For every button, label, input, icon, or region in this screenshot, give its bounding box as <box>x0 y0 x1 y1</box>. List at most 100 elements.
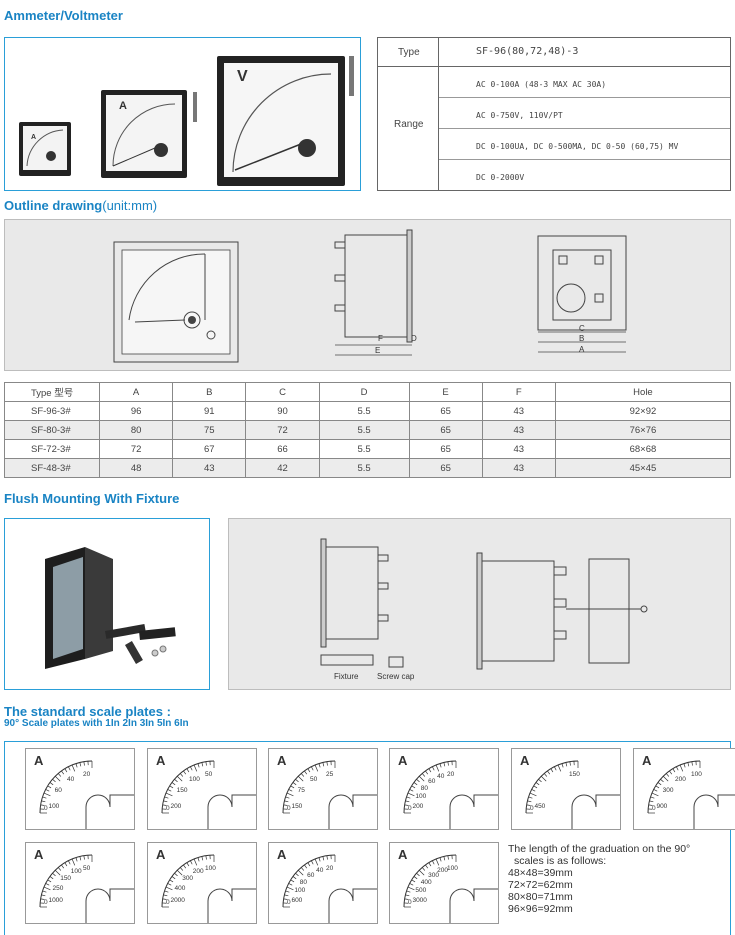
scale-arc <box>282 760 377 829</box>
scale-tick <box>428 862 432 867</box>
table-cell: 72 <box>245 420 320 440</box>
scale-tick <box>538 778 542 783</box>
meter-photo-frame: A A V <box>4 37 361 191</box>
scale-tick <box>527 800 532 803</box>
note-item: 48×48=39mm <box>508 867 573 879</box>
scale-tick <box>163 800 168 803</box>
scale-tick <box>201 856 204 861</box>
scale-tick <box>163 894 168 897</box>
plate-tick-label: 80 <box>299 878 307 886</box>
plate-tick-label: 450 <box>534 803 546 811</box>
plate-tick-label: 40 <box>437 773 445 781</box>
scale-tick <box>649 800 654 803</box>
scale-tick <box>190 766 193 771</box>
plate-tick-label: 600 <box>291 897 303 905</box>
table-cell: 43 <box>481 420 556 440</box>
plate-tick-label: 60 <box>428 777 436 785</box>
scale-tick <box>569 761 571 766</box>
scale-tick <box>40 804 45 806</box>
scale-tick <box>554 766 557 771</box>
table-cell: 42 <box>245 458 320 478</box>
scale-tick <box>421 867 426 871</box>
scale-tick <box>318 857 321 862</box>
scale-tick <box>683 763 686 768</box>
flush-photo-illustration <box>45 547 176 669</box>
scale-tick <box>68 766 71 771</box>
scale-tick <box>79 856 82 861</box>
table-row: SF-80-3# 80 75 72 5.5 65 43 76×76 <box>4 420 732 440</box>
flush-drawing <box>320 538 648 670</box>
scale-tick <box>186 768 190 773</box>
scale-tick <box>425 770 429 775</box>
plate-unit: A <box>156 753 166 768</box>
medium-meter-unit: A <box>119 100 127 112</box>
spec-range-3: DC 0-100UA, DC 0-500MA, DC 0-50 (60,75) … <box>476 142 679 151</box>
dim-label-f: F <box>378 334 383 343</box>
plate-tick-label: 200 <box>192 868 204 876</box>
scale-arc <box>282 854 377 923</box>
note-line-2: scales is as follows: <box>514 855 607 867</box>
plate-tick-label: 400 <box>420 878 432 886</box>
plate-tick-label: 300 <box>428 871 439 879</box>
scale-section-title: The standard scale plates : <box>4 704 171 719</box>
scale-tick <box>52 778 56 783</box>
plate-tick-label: 1000 <box>48 897 63 905</box>
scale-tick <box>162 898 167 900</box>
scale-tick <box>407 886 415 891</box>
scale-tick <box>322 762 325 767</box>
col-type: Type 型号 <box>4 382 100 402</box>
scale-tick <box>167 789 172 792</box>
col-c: C <box>245 382 320 402</box>
table-row: SF-96-3# 96 91 90 5.5 65 43 92×92 <box>4 401 732 421</box>
scale-tick <box>176 869 183 876</box>
plate-unit: A <box>34 753 44 768</box>
plate-tick-label: 500 <box>415 887 427 895</box>
scale-tick <box>311 766 314 771</box>
scale-tick <box>660 778 664 783</box>
scale-tick <box>557 764 562 772</box>
spec-range-1: AC 0-100A (48-3 MAX AC 30A) <box>476 80 607 89</box>
table-cell: SF-72-3# <box>4 439 100 459</box>
plate-tick-label: 300 <box>182 875 194 883</box>
plate-tick-label: 100 <box>70 868 82 876</box>
scale-tick <box>75 763 78 768</box>
scale-tick <box>300 773 305 777</box>
scale-tick <box>54 869 61 876</box>
scale-tick <box>186 862 190 867</box>
scale-tick <box>650 796 655 799</box>
plate-tick-label: 150 <box>176 787 188 795</box>
scale-tick <box>418 869 425 876</box>
scale-tick <box>290 879 295 883</box>
scale-tick <box>405 800 410 803</box>
plate-tick-label: 50 <box>310 776 318 784</box>
scale-tick <box>193 858 198 866</box>
plate-zero-label: 0 <box>530 805 534 812</box>
table-cell: 5.5 <box>318 401 410 421</box>
plate-tick-label: 200 <box>412 803 424 811</box>
scale-tick <box>205 761 207 766</box>
scale-tick <box>164 890 169 893</box>
scale-arc <box>403 854 498 923</box>
table-cell: 45×45 <box>554 458 732 478</box>
scale-tick <box>43 792 51 797</box>
scale-tick <box>322 856 325 861</box>
table-cell: 76×76 <box>554 420 732 440</box>
plate-tick-label: 80 <box>420 784 428 792</box>
plate-tick-label: 40 <box>316 867 324 875</box>
table-cell: 72 <box>98 439 174 459</box>
scale-tick <box>83 761 85 766</box>
scale-tick <box>52 872 56 877</box>
scale-tick <box>655 785 660 789</box>
scale-tick <box>443 762 446 767</box>
screw-cap-label: Screw cap <box>377 672 415 681</box>
scale-arc <box>39 760 134 829</box>
scale-tick <box>439 763 442 768</box>
plate-tick-label: 100 <box>205 865 216 873</box>
scale-tick <box>288 789 293 792</box>
scale-tick <box>540 775 547 782</box>
scale-tick <box>174 872 178 877</box>
